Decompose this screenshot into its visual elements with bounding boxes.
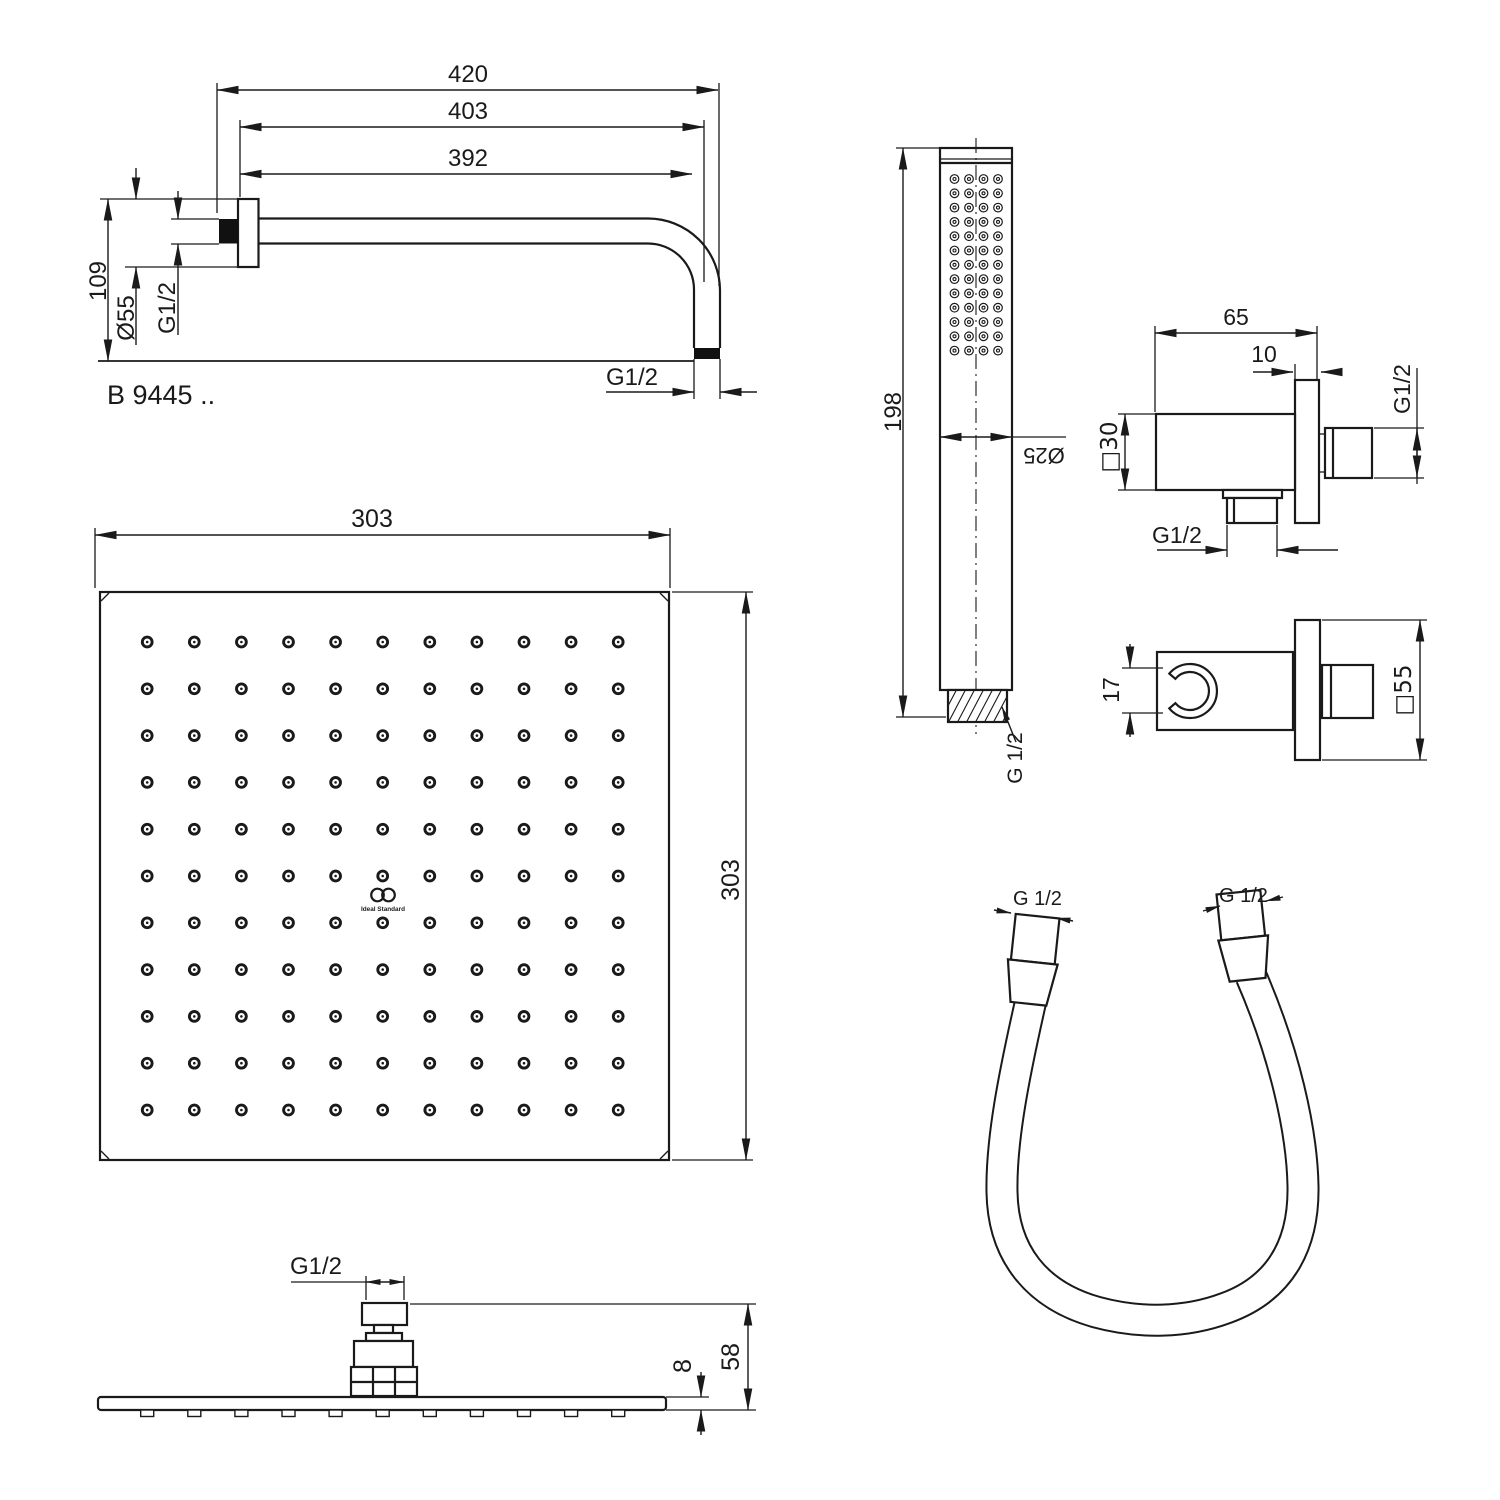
holder-body xyxy=(1155,650,1295,732)
head-side-nozzle-tabs xyxy=(139,1409,626,1418)
holder-clip xyxy=(1167,662,1218,720)
head-dim-height: 303 xyxy=(717,859,745,901)
arm-dim-flange: Ø55 xyxy=(113,295,140,340)
arm-dim-wall-thread: G1/2 xyxy=(154,282,181,334)
elbow-bottom-thread xyxy=(1225,496,1279,525)
arm-model-number: B 9445 .. xyxy=(107,380,215,410)
shower-head-side-view: G1/2 8 58 xyxy=(96,1253,756,1435)
logo-text: Ideal Standard xyxy=(361,906,405,913)
handshower-dim-length: 198 xyxy=(880,392,907,432)
arm-tube xyxy=(258,217,722,348)
head-side-plate xyxy=(96,1395,668,1412)
elbow-dim-width: 65 xyxy=(1223,304,1249,330)
handshower-dim-thread: G 1/2 xyxy=(1004,732,1027,783)
holder-thread xyxy=(1320,663,1375,720)
ideal-standard-logo: Ideal Standard xyxy=(361,887,405,913)
head-side-dim-thread: G1/2 xyxy=(290,1253,342,1280)
elbow-body xyxy=(1154,412,1297,492)
arm-outlet-thread xyxy=(694,348,720,359)
hand-shower-view: 198 Ø25 G 1/2 xyxy=(880,138,1066,784)
head-side-flange xyxy=(364,1331,404,1343)
hose-dim-thread-left: G 1/2 xyxy=(1013,888,1062,910)
head-side-thread xyxy=(360,1301,409,1327)
handshower-dim-diameter: Ø25 xyxy=(1023,443,1065,468)
elbow-wall-plate xyxy=(1293,378,1321,525)
head-side-dim-plate: 8 xyxy=(669,1359,697,1373)
arm-dim-392: 392 xyxy=(448,145,488,172)
elbow-dim-side-thread: G1/2 xyxy=(1389,364,1415,414)
handshower-thread xyxy=(946,688,1009,724)
shower-arm-view: 420 403 392 109 Ø55 G1/2 G1/2 B 9445 .. xyxy=(85,61,757,410)
holder-dim-plate: □55 xyxy=(1391,665,1417,716)
arm-dim-109: 109 xyxy=(85,261,112,301)
elbow-dim-plate-thickness: 10 xyxy=(1251,341,1277,367)
holder-wall-plate xyxy=(1293,618,1322,762)
arm-dim-420: 420 xyxy=(448,61,488,88)
elbow-dim-body: □30 xyxy=(1097,422,1123,473)
shower-head-top-view: 303 Ideal Standard 303 xyxy=(94,505,753,1162)
elbow-dim-bottom-thread: G1/2 xyxy=(1152,522,1202,548)
head-nozzle-grid xyxy=(140,635,625,1117)
hose-right-connector xyxy=(1215,888,1270,983)
shower-holder-view: 17 □55 xyxy=(1098,618,1427,762)
arm-dim-403: 403 xyxy=(448,98,488,125)
handshower-nozzles xyxy=(949,174,1003,356)
hose-dim-thread-right: G 1/2 xyxy=(1219,885,1268,907)
elbow-bottom-flange xyxy=(1221,488,1284,500)
hose-left-connector xyxy=(1006,912,1061,1007)
wall-elbow-view: 65 10 G1/2 □30 G1/2 xyxy=(1097,304,1424,557)
shower-hose-view: G 1/2 G 1/2 xyxy=(985,885,1320,1337)
head-side-dim-height: 58 xyxy=(717,1343,745,1371)
arm-wall-flange xyxy=(236,197,260,269)
holder-dim-clip: 17 xyxy=(1098,677,1124,703)
arm-dim-outlet-thread: G1/2 xyxy=(606,364,658,391)
arm-wall-thread xyxy=(219,219,238,244)
head-dim-width: 303 xyxy=(351,505,393,533)
head-side-connector-body xyxy=(352,1339,415,1369)
